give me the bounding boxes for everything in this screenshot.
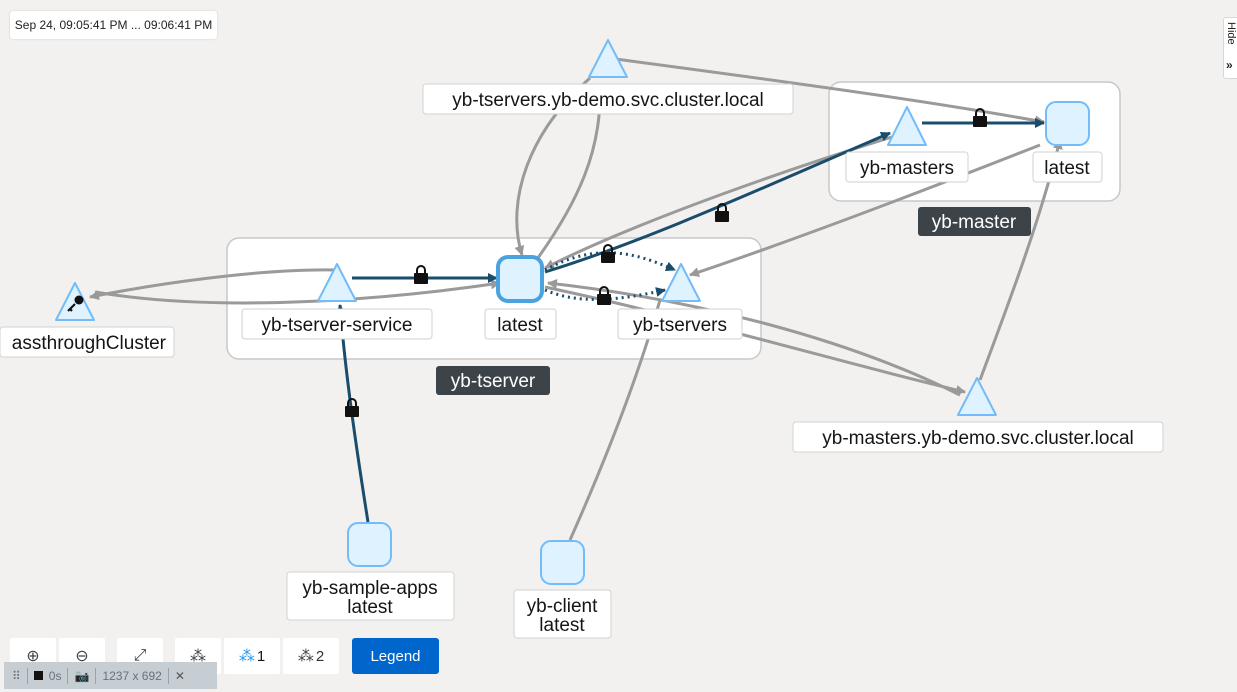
- node-label: yb-tserver-service: [241, 308, 433, 340]
- svg-text:yb-tservers: yb-tservers: [633, 315, 727, 336]
- divider: [26, 667, 28, 684]
- divider: [67, 667, 69, 684]
- divider: [167, 667, 169, 684]
- node-workload-yb-sample-apps[interactable]: [347, 522, 392, 567]
- capture-size: 1237 x 692: [102, 668, 162, 683]
- svg-text:assthroughCluster: assthroughCluster: [12, 333, 167, 354]
- lock-icon: [597, 286, 611, 305]
- zoom-in-icon: ⊕: [26, 648, 40, 665]
- edge[interactable]: [89, 268, 339, 301]
- zoom-out-icon: ⊖: [75, 648, 89, 665]
- node-service-yb-masters-dns[interactable]: [957, 377, 997, 416]
- edge[interactable]: [607, 56, 1045, 126]
- stop-icon[interactable]: [33, 671, 43, 680]
- node-workload-tserver-latest[interactable]: [496, 255, 544, 303]
- time-range-label: Sep 24, 09:05:41 PM ... 09:06:41 PM: [10, 11, 217, 39]
- chevron-right-icon: »: [1226, 58, 1233, 72]
- hide-panel-tab[interactable]: Hide »: [1223, 17, 1237, 79]
- node-label: latest: [484, 308, 557, 340]
- divider: [95, 667, 97, 684]
- node-label: yb-masters: [845, 151, 969, 183]
- svg-text:yb-master: yb-master: [932, 212, 1017, 233]
- node-label: yb-tservers.yb-demo.svc.cluster.local: [422, 83, 794, 115]
- node-workload-master-latest[interactable]: [1045, 101, 1090, 146]
- lock-icon: [345, 398, 359, 417]
- edge[interactable]: [547, 279, 961, 397]
- layout-icon: ⁂: [297, 648, 314, 665]
- svg-text:latest: latest: [1044, 158, 1090, 179]
- key-icon: [67, 295, 84, 312]
- lock-icon: [601, 244, 615, 263]
- node-service-yb-masters[interactable]: [887, 106, 927, 146]
- fit-to-screen-icon: ⤢: [133, 647, 147, 664]
- svg-text:yb-tserver: yb-tserver: [451, 371, 536, 392]
- node-workload-yb-client[interactable]: [540, 540, 585, 585]
- layout-icon: ⁂: [238, 648, 255, 665]
- svg-text:yb-masters: yb-masters: [860, 158, 954, 179]
- layout-2-count: 2: [315, 647, 325, 665]
- layout-2-button[interactable]: ⁂ 2: [283, 638, 339, 674]
- svg-text:yb-masters.yb-demo.svc.cluster: yb-masters.yb-demo.svc.cluster.local: [822, 428, 1134, 449]
- edge[interactable]: [94, 279, 501, 305]
- node-label: yb-masters.yb-demo.svc.cluster.local: [792, 421, 1164, 453]
- lock-icon: [414, 265, 428, 284]
- edge[interactable]: [689, 143, 1041, 277]
- svg-text:yb-tserver-service: yb-tserver-service: [262, 315, 413, 336]
- node-service-yb-tservers[interactable]: [661, 263, 701, 302]
- hide-label: Hide: [1225, 22, 1237, 45]
- node-service-yb-tservers-dns[interactable]: [588, 39, 628, 78]
- legend-button[interactable]: Legend: [352, 638, 439, 674]
- recording-statusbar: ⠿ 0s 📷 1237 x 692 ✕: [4, 662, 217, 689]
- svg-text:yb-tservers.yb-demo.svc.cluste: yb-tservers.yb-demo.svc.cluster.local: [452, 90, 764, 111]
- layout-icon: ⁂: [190, 648, 206, 665]
- node-label: assthroughCluster: [0, 326, 175, 358]
- edge[interactable]: [533, 94, 605, 263]
- node-service-yb-tserver-service[interactable]: [317, 263, 357, 302]
- group-label-yb-master: yb-master: [918, 207, 1031, 236]
- layout-1-count: 1: [256, 647, 266, 665]
- svg-text:latest: latest: [497, 315, 543, 336]
- elapsed-time: 0s: [48, 668, 62, 683]
- node-label: latest: [1032, 151, 1103, 183]
- group-label-yb-tserver: yb-tserver: [436, 366, 550, 395]
- lock-icon: [715, 203, 729, 222]
- edge-mtls[interactable]: [544, 131, 891, 274]
- camera-icon[interactable]: 📷: [74, 668, 90, 683]
- layout-1-button[interactable]: ⁂ 1: [224, 638, 280, 674]
- edge-mtls-dashed[interactable]: [544, 251, 676, 272]
- lock-icon: [973, 108, 987, 127]
- node-label: yb-tservers: [617, 308, 743, 340]
- close-icon[interactable]: ✕: [174, 668, 185, 683]
- edge-mtls-dashed[interactable]: [544, 287, 666, 301]
- drag-handle-icon[interactable]: ⠿: [12, 668, 21, 683]
